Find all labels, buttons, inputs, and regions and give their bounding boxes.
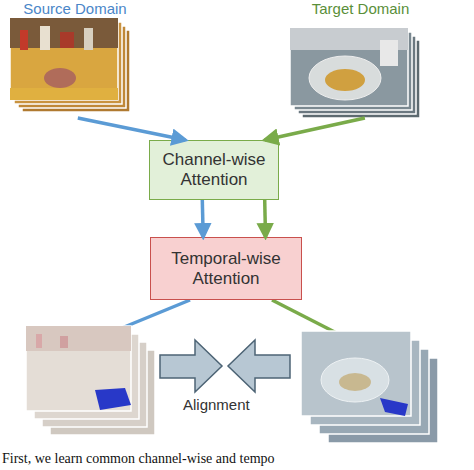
node-text: Target Domain: [312, 0, 410, 17]
node-text: Temporal-wise Attention: [157, 249, 295, 289]
domain-frames: Target Domain: [288, 0, 433, 118]
figure-caption: First, we learn common channel-wise and …: [2, 451, 275, 467]
node-text: Channel-wise Attention: [156, 150, 272, 190]
annotation-label: Alignment: [183, 396, 250, 413]
attention-box: Temporal-wise Attention: [150, 237, 302, 300]
flow-arrow: [263, 200, 267, 237]
aligned-target-frames: [301, 331, 438, 443]
attention-box: Channel-wise Attention: [149, 140, 279, 200]
align-arrow: [228, 340, 290, 392]
target-frames: [290, 28, 420, 118]
aligned-source-frames: [26, 326, 155, 435]
node-text: Source Domain: [23, 0, 126, 17]
flow-arrow: [265, 118, 365, 140]
flow-arrow: [201, 200, 205, 237]
align-arrow: [160, 340, 222, 392]
flow-arrow: [78, 118, 186, 140]
domain-frames: Source Domain: [5, 0, 145, 118]
source-frames: [10, 18, 130, 112]
